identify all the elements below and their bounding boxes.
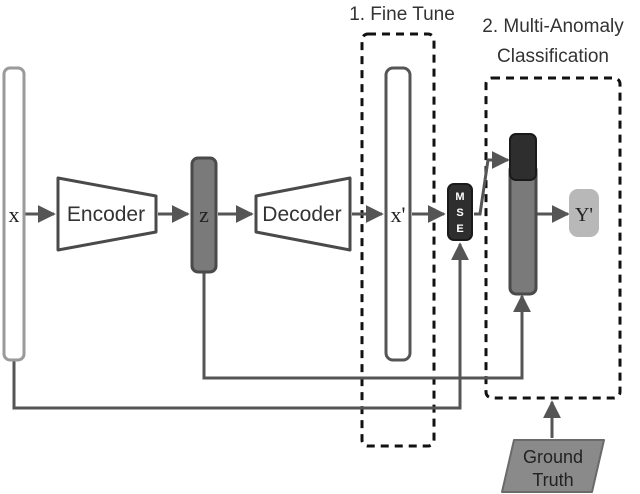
ground-truth-block (501, 439, 605, 493)
fine-tune-title: 1. Fine Tune (349, 4, 455, 25)
ground-truth-label-line2: Truth (532, 470, 573, 490)
latent-z-label: z (199, 202, 209, 227)
ground-truth-label-line1: Ground (523, 447, 583, 467)
classifier-bar (508, 162, 538, 296)
mse-letter-e: E (456, 223, 463, 235)
mse-block (447, 183, 473, 241)
input-x-label: x (9, 202, 20, 227)
decoder-block (254, 176, 352, 252)
mse-letter-m: M (455, 191, 464, 203)
fine-tune-group-box (360, 32, 436, 448)
output-y-box (569, 189, 599, 237)
input-x-bar (2, 66, 26, 362)
reconstruction-label: x' (391, 202, 406, 227)
encoder-block (56, 176, 158, 252)
reconstruction-bar (384, 66, 412, 362)
classifier-head (509, 133, 537, 181)
classification-group-box (484, 76, 622, 400)
output-y-label: Y' (575, 204, 593, 226)
arrow-x-to-mse (12, 242, 469, 410)
arrow-mse-to-classifier (474, 151, 510, 216)
latent-z-bar (190, 156, 218, 274)
encoder-label: Encoder (67, 203, 145, 226)
classification-title-line1: 2. Multi-Anomaly (482, 16, 624, 37)
classification-title-line2: Classification (497, 46, 609, 67)
mse-letter-s: S (456, 207, 463, 219)
decoder-label: Decoder (262, 203, 341, 226)
arrow-z-to-classifier (202, 272, 531, 380)
